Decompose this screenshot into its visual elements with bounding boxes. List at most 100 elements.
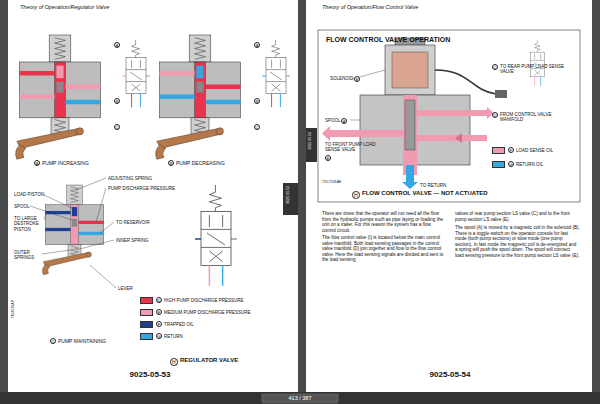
section-tab-text: 9025 05 54 [308, 132, 312, 150]
illustration-part [495, 90, 507, 98]
figure-caption: PUMP DECREASING [176, 160, 225, 166]
legend-swatch [492, 147, 505, 154]
illustration-part [402, 182, 418, 189]
legend-swatch [492, 161, 505, 168]
legend-text: TRAPPED OIL [164, 322, 194, 327]
legend-text: LOAD SENSE OIL [516, 148, 553, 153]
figure-title: FLOW CONTROL VALVE OPERATION [326, 36, 450, 44]
page-header: Theory of Operation/Regulator Valve [20, 4, 109, 11]
illustration-part [96, 188, 106, 222]
body-text: valves of rear pump section LS valve (C)… [455, 211, 580, 222]
illustration-part [392, 52, 428, 88]
part-label: SPOOL [14, 204, 30, 209]
part-label: SPOOL [325, 118, 341, 123]
callout-letter: A [341, 118, 347, 124]
callout-letter: B [114, 98, 120, 104]
regulator-valve-section [16, 35, 101, 159]
part-label: OUTER SPRINGS [14, 250, 42, 261]
figure-code: TXC7241AE [322, 180, 341, 184]
page-counter-box [262, 394, 338, 403]
flow-control-valve [322, 38, 507, 189]
valve-schematic-symbol [262, 40, 290, 107]
illustration-part [330, 130, 403, 137]
callout-letter: C [50, 338, 56, 344]
callout-letter: E [156, 309, 162, 315]
right-page [306, 0, 592, 392]
callout-letter: C [114, 124, 120, 130]
section-tab-text: 9025 05 53 [286, 186, 290, 204]
part-label: TO REAR PUMP LOAD SENSE VALVE [500, 64, 565, 75]
part-label: PUMP DISCHARGE PRESSURE [108, 186, 175, 191]
legend-text: MEDIUM PUMP DISCHARGE PRESSURE [164, 310, 250, 315]
illustration-part [100, 222, 114, 233]
part-label: TO RETURN [420, 183, 446, 188]
part-label: ADJUSTING SPRING [108, 176, 152, 181]
illustration-part [406, 165, 414, 183]
page-number: 9025-05-53 [110, 370, 190, 380]
illustration-part [90, 265, 116, 288]
part-label: FROM CONTROL VALVE MANIFOLD [500, 112, 565, 123]
callout-letter: H [352, 191, 360, 199]
legend-text: RETURN OIL [516, 162, 543, 167]
part-label: SOLENOID [330, 76, 353, 81]
body-text: The flow control valve (I) is located be… [322, 235, 444, 263]
legend-swatch [140, 333, 153, 340]
illustration-part [417, 135, 487, 141]
body-text: There are times that the operator will n… [322, 211, 444, 233]
figure-caption: FLOW CONTROL VALVE — NOT ACTUATED [362, 190, 488, 197]
callout-letter: C [254, 124, 260, 130]
illustration-part [403, 95, 417, 175]
legend-text: HIGH PUMP DISCHARGE PRESSURE [164, 298, 243, 303]
callout-letter: E [325, 155, 331, 161]
legend-text: RETURN [164, 334, 183, 339]
page-header: Theory of Operation/Flow Control Valve [322, 4, 418, 11]
part-label: TO RESERVOIR [116, 220, 150, 225]
illustration-part [455, 133, 462, 143]
part-label: TO FRONT PUMP LOAD SENSE VALVE [325, 142, 385, 153]
regulator-valve-section [42, 185, 103, 275]
left-page [8, 0, 298, 392]
illustration-part [42, 250, 70, 254]
illustration-part [385, 45, 435, 95]
figure-code: T104076AP [11, 300, 15, 319]
illustration-part [44, 195, 72, 208]
legend-swatch [140, 309, 153, 316]
callout-letter: F [156, 321, 162, 327]
illustration-part [44, 213, 46, 220]
callout-letter: C [492, 64, 498, 70]
illustration-part [76, 178, 106, 190]
part-label: LEVER [118, 286, 133, 291]
figure-caption: PUMP MAINTAINING [58, 338, 106, 344]
valve-schematic-symbol [528, 40, 547, 86]
viewer-toolbar [0, 392, 600, 404]
figure-title: REGULATOR VALVE [180, 357, 238, 364]
figure-frame [318, 30, 580, 202]
callout-letter: B [168, 160, 174, 166]
regulator-valve-section [156, 35, 241, 159]
callout-letter: H [170, 358, 178, 366]
callout-letter: A [34, 160, 40, 166]
valve-schematic-symbol [195, 185, 237, 286]
legend-swatch [140, 297, 153, 304]
callout-letter: D [492, 112, 498, 118]
page-number: 9025-05-54 [410, 370, 490, 380]
section-tab [283, 183, 298, 215]
legend-swatch [140, 321, 153, 328]
callout-letter: B [354, 76, 360, 82]
callout-letter: G [508, 161, 514, 167]
part-label: TO LARGE DESTROKE PISTON [14, 216, 46, 232]
figure-caption: PUMP INCREASING [42, 160, 89, 166]
callout-letter: A [254, 42, 260, 48]
callout-letter: F [508, 147, 514, 153]
part-label: INNER SPRING [116, 238, 149, 243]
valve-schematic-symbol [122, 40, 150, 107]
callout-letter: A [114, 42, 120, 48]
body-text: The spool (A) is moved by a magnetic coi… [455, 225, 580, 258]
callout-letter: D [156, 297, 162, 303]
illustration-part [405, 100, 415, 150]
callout-letter: G [156, 333, 162, 339]
illustration-part [417, 110, 487, 116]
illustration-part [76, 240, 114, 250]
page-counter: 413 / 387 [270, 395, 330, 402]
